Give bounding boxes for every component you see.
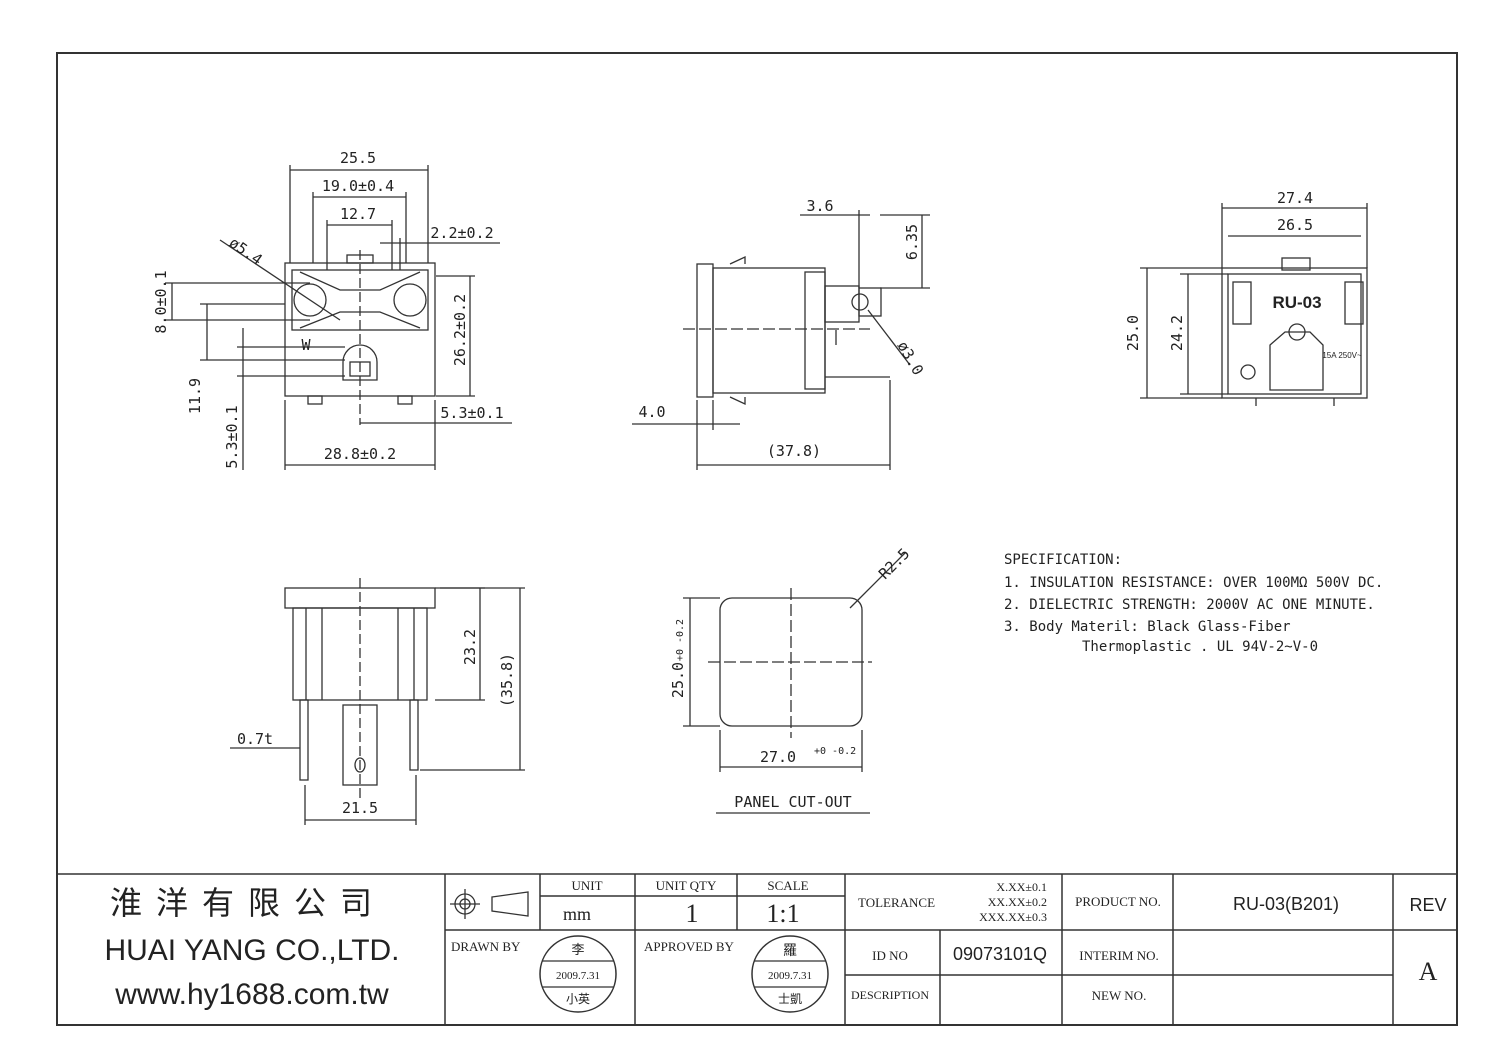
stamp-drawn-date: 2009.7.31 [556,970,600,982]
interim-no-label: INTERIM NO. [1079,948,1158,963]
qty-label: UNIT QTY [656,878,717,893]
title-block-fields: UNIT mm UNIT QTY 1 SCALE 1:1 DRAWN BY AP… [451,878,1447,1003]
dim-hole-dia: ø3.0 [894,338,928,378]
label-w: W [301,336,311,354]
specification: SPECIFICATION: 1. INSULATION RESISTANCE:… [1004,552,1383,655]
dim-tab-height: 6.35 [903,224,921,260]
front-view-labels: 25.5 19.0±0.4 12.7 2.2±0.2 ø5.4 8.0±0.1 … [152,149,504,469]
top-view [1140,203,1368,406]
tolerance-value-2: XX.XX±0.2 [988,895,1047,909]
scale-value: 1:1 [766,899,799,928]
dim-outer-width: 27.4 [1277,189,1313,207]
dim-base-width: 28.8±0.2 [324,445,396,463]
dim-overall-length: (37.8) [767,442,821,460]
panel-cutout-caption: PANEL CUT-OUT [734,793,851,811]
dim-side-offset: 5.3±0.1 [440,404,503,422]
dim-flange: 4.0 [638,403,665,421]
dim-terminal-thickness: 0.7t [237,730,273,748]
description-label: DESCRIPTION [851,988,929,1002]
tolerance-label: TOLERANCE [858,895,935,910]
company-website: www.hy1688.com.tw [114,978,389,1011]
dim-cutout-height-tol: +0 -0.2 [675,619,686,661]
dim-overall-height: (35.8) [498,653,516,707]
spec-line-3: 3. Body Materil: Black Glass-Fiber [1004,619,1291,635]
dim-terminal-span: 21.5 [342,799,378,817]
product-no-label: PRODUCT NO. [1075,894,1161,909]
qty-value: 1 [686,899,699,928]
spec-line-2: 2. DIELECTRIC STRENGTH: 2000V AC ONE MIN… [1004,597,1375,613]
id-no-label: ID NO [872,948,908,963]
stamp-approved-top: 羅 [783,944,797,959]
drawing-border [56,52,1458,1026]
company-info: 淮洋有限公司 HUAI YANG CO.,LTD. www.hy1688.com… [104,885,399,1011]
dim-overall-width: 25.5 [340,149,376,167]
approved-by-label: APPROVED BY [644,939,735,954]
spec-line-4: Thermoplastic . UL 94V-2~V-0 [1082,639,1318,655]
top-view-marking: RU-03 [1272,293,1321,312]
dim-cutout-height: 25.0 [669,662,687,698]
stamp-drawn-bottom: 小英 [566,992,590,1006]
unit-label: UNIT [571,878,602,893]
dim-outer-height: 25.0 [1124,315,1142,351]
tolerance-value-3: XXX.XX±0.3 [979,910,1047,924]
dim-cutout-width: 27.0 [760,748,796,766]
tolerance-value-1: X.XX±0.1 [996,880,1047,894]
projection-symbol-icon [450,889,529,919]
panel-cutout [683,552,906,814]
company-name-en: HUAI YANG CO.,LTD. [104,934,399,967]
company-name-cn: 淮洋有限公司 [110,885,386,921]
unit-value: mm [563,904,591,924]
title-block-grid [57,873,1457,1025]
stamp-drawn-top: 李 [571,942,584,957]
stamp-approved-date: 2009.7.31 [768,970,812,982]
stamp-approved-bottom: 士凱 [778,992,802,1006]
dim-terminal-offset: 2.2±0.2 [430,224,493,242]
dim-inner-width: 26.5 [1277,216,1313,234]
rev-label: REV [1409,895,1446,915]
side-view [632,210,930,470]
dim-terminal-spacing: 12.7 [340,205,376,223]
dim-inner-height: 24.2 [1168,315,1186,351]
dim-bottom-offset: 5.3±0.1 [223,405,241,468]
dim-body-height: 23.2 [461,629,479,665]
id-no-value: 09073101Q [953,944,1047,964]
new-no-label: NEW NO. [1092,988,1147,1003]
dim-height: 26.2±0.2 [451,294,469,366]
front-view [165,165,512,470]
panel-cutout-labels: R2.5 25.0 +0 -0.2 27.0 +0 -0.2 PANEL CUT… [669,545,913,811]
bottom-view [230,578,525,825]
dim-tab-width: 3.6 [806,197,833,215]
top-view-labels: 27.4 26.5 25.0 24.2 RU-03 15A 250V~ [1124,189,1362,360]
scale-label: SCALE [767,878,808,893]
drawn-by-label: DRAWN BY [451,939,521,954]
spec-line-1: 1. INSULATION RESISTANCE: OVER 100MΩ 500… [1004,575,1383,591]
dim-lower-offset: 11.9 [186,378,204,414]
dim-vertical-offset: 8.0±0.1 [152,270,170,333]
stamp-approved-by: 羅 2009.7.31 士凱 [751,935,829,1013]
bottom-view-labels: 23.2 (35.8) 0.7t 21.5 [237,629,516,817]
dim-radius: R2.5 [875,545,913,583]
product-no-value: RU-03(B201) [1233,894,1339,914]
dim-mount-width: 19.0±0.4 [322,177,394,195]
dim-cutout-width-tol: +0 -0.2 [814,746,856,757]
top-view-rating: 15A 250V~ [1322,351,1362,360]
spec-title: SPECIFICATION: [1004,552,1122,568]
stamp-drawn-by: 李 2009.7.31 小英 [539,935,617,1013]
dim-diameter: ø5.4 [226,234,266,269]
rev-value: A [1419,957,1438,986]
